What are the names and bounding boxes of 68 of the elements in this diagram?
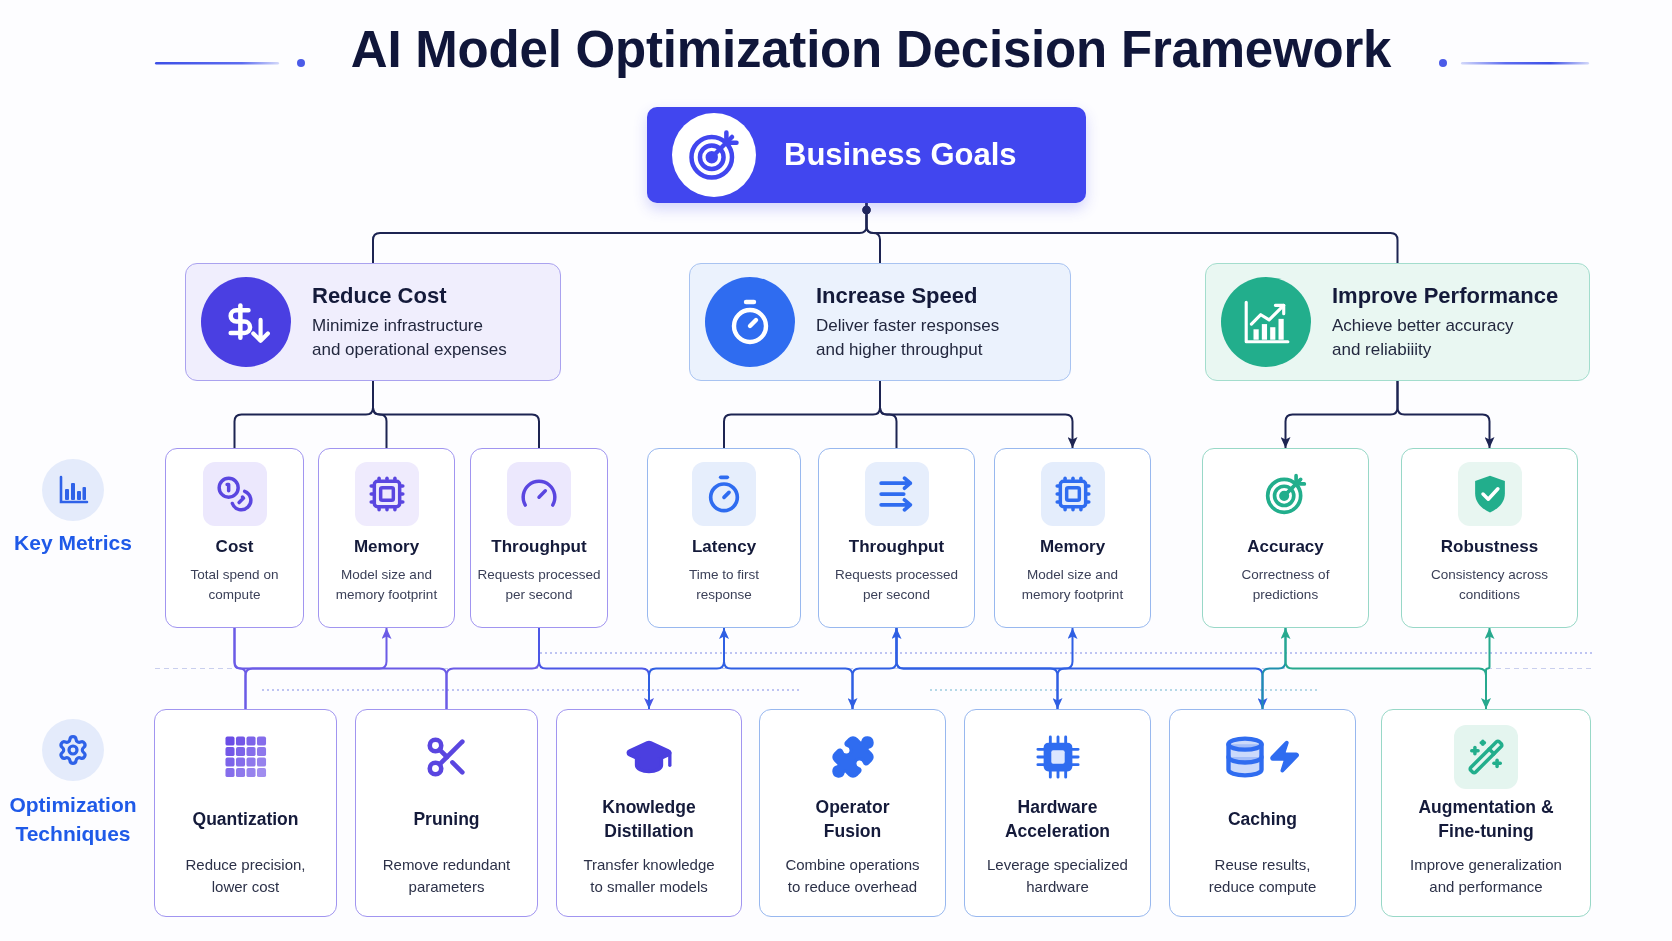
connector-arrow: [1056, 627, 1078, 710]
goal-card: [689, 263, 1071, 381]
card-description: Combine operations to reduce overhead: [784, 855, 921, 897]
card-description: Requests processed per second: [833, 566, 960, 604]
card-title: Cost: [215, 536, 254, 558]
technique-card: [964, 709, 1151, 917]
card-title: Memory: [353, 536, 420, 558]
row-label: Optimization Techniques: [8, 792, 138, 847]
card-description: Model size and memory footprint: [1020, 566, 1125, 604]
card-description: Total spend on compute: [189, 566, 280, 604]
metric-card: [1401, 448, 1578, 628]
technique-card: [1169, 709, 1356, 917]
card-title: Reduce Cost: [312, 282, 447, 310]
card-title: Caching: [1227, 808, 1297, 831]
card-title: Operator Fusion: [814, 796, 891, 843]
technique-card: [556, 709, 742, 917]
goal-banner: [647, 107, 1086, 203]
card-title: Pruning: [413, 808, 480, 831]
connector-arrow: [851, 627, 902, 710]
card-description: Reuse results, reduce compute: [1207, 855, 1318, 897]
card-title: Accuracy: [1247, 536, 1324, 558]
card-title: Hardware Acceleration: [1003, 796, 1111, 843]
card-title: Memory: [1039, 536, 1106, 558]
metric-card: [470, 448, 608, 628]
metric-card: [165, 448, 304, 628]
card-description: Time to first response: [688, 566, 760, 604]
card-title: Throughput: [848, 536, 945, 558]
card-title: Quantization: [192, 808, 299, 831]
diagram-title: AI Model Optimization Decision Framework: [350, 20, 1392, 80]
card-description: Consistency across conditions: [1429, 566, 1549, 604]
card-title: Augmentation & Fine-tuning: [1417, 796, 1555, 843]
card-title: Robustness: [1440, 536, 1539, 558]
metric-card: [1202, 448, 1369, 628]
card-title: Latency: [691, 536, 757, 558]
card-description: Model size and memory footprint: [334, 566, 439, 604]
card-description: Achieve better accuracy and reliabiiity: [1332, 315, 1515, 361]
technique-card: [355, 709, 538, 917]
card-description: Correctness of predictions: [1240, 566, 1331, 604]
metric-card: [994, 448, 1151, 628]
card-description: Requests processed per second: [476, 566, 602, 604]
card-description: Improve generalization and performance: [1409, 855, 1563, 897]
card-description: Reduce precision, lower cost: [184, 855, 307, 897]
goal-card: [1205, 263, 1590, 381]
connector-arrow: [1396, 380, 1495, 449]
card-title: Throughput: [491, 536, 587, 558]
connector-arrow: [1481, 627, 1495, 710]
goal-card: [185, 263, 561, 381]
card-description: Leverage specialized hardware: [986, 855, 1129, 897]
technique-card: [154, 709, 337, 917]
connector-line: [372, 380, 540, 449]
metric-card: [647, 448, 801, 628]
metric-card: [818, 448, 975, 628]
card-description: Remove redundant parameters: [381, 855, 512, 897]
card-title: Knowledge Distillation: [601, 796, 697, 843]
card-title: Improve Performance: [1332, 282, 1559, 310]
connector-arrow: [895, 627, 1268, 710]
card-description: Minimize infrastructure and operational expenses: [312, 315, 508, 361]
card-title: Increase Speed: [816, 282, 978, 310]
technique-card: [1381, 709, 1591, 917]
technique-card: [759, 709, 946, 917]
connector-arrow: [879, 380, 1078, 449]
card-description: Transfer knowledge to smaller models: [582, 855, 716, 897]
metric-card: [318, 448, 455, 628]
card-description: Deliver faster responses and higher throughput: [816, 315, 1001, 361]
banner-title: Business Goals: [784, 136, 1017, 174]
row-label: Key Metrics: [14, 530, 132, 556]
connector-arrow: [723, 627, 858, 710]
connector-arrow: [244, 627, 392, 710]
